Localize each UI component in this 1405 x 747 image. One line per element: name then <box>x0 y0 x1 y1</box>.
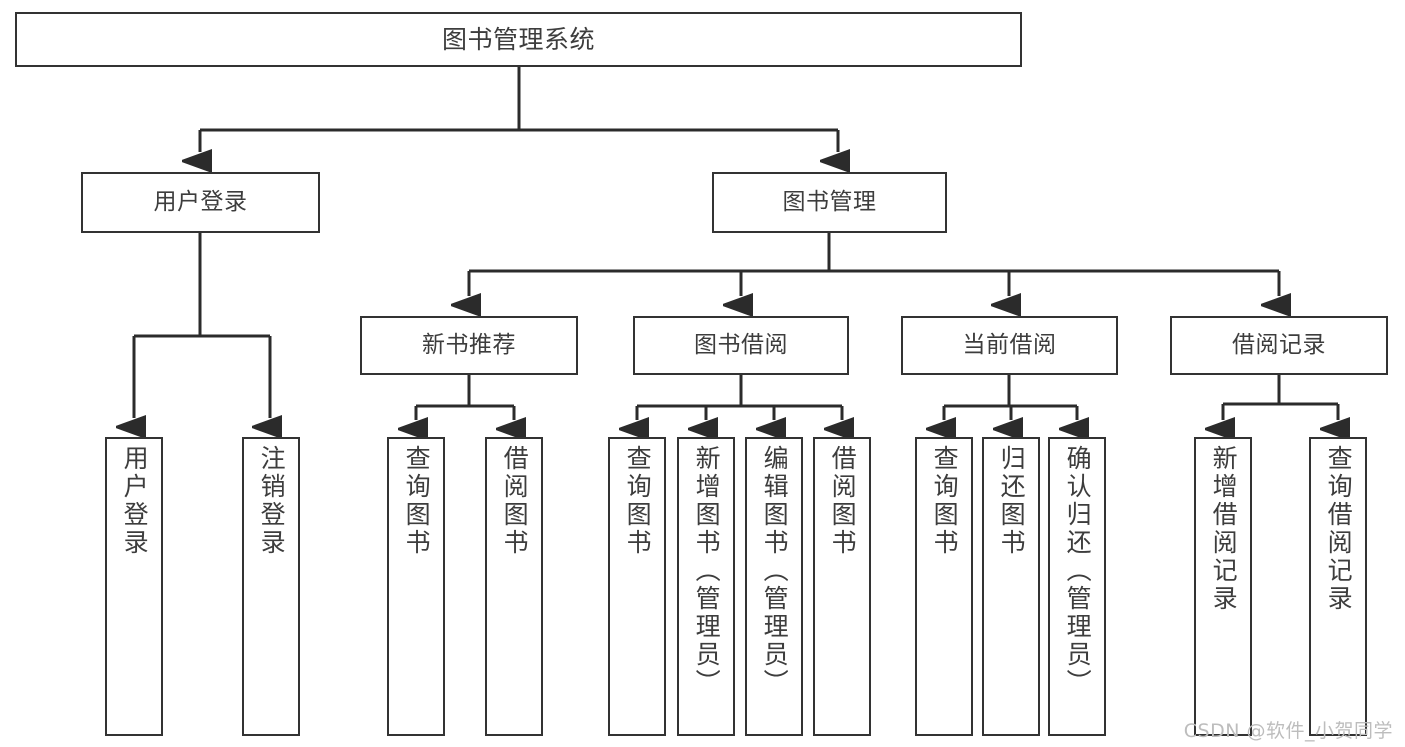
node-leaf-edit-book-label: 编辑图书（管理员） <box>760 445 790 697</box>
node-leaf-add-book-label: 新增图书（管理员） <box>692 445 722 697</box>
node-leaf-return-book[interactable]: 归还图书 <box>982 437 1040 736</box>
node-leaf-query-book-2-label: 查询图书 <box>623 445 653 557</box>
node-leaf-confirm-return[interactable]: 确认归还（管理员） <box>1048 437 1106 736</box>
node-leaf-add-record[interactable]: 新增借阅记录 <box>1194 437 1252 736</box>
node-user-login[interactable]: 用户登录 <box>81 172 320 233</box>
node-leaf-user-logout-label: 注销登录 <box>257 445 287 557</box>
node-leaf-query-book-3-label: 查询图书 <box>930 445 960 557</box>
node-leaf-borrow-book-2[interactable]: 借阅图书 <box>813 437 871 736</box>
watermark: CSDN @软件_小贺同学 <box>1183 720 1393 742</box>
node-leaf-query-book-1[interactable]: 查询图书 <box>387 437 445 736</box>
node-leaf-add-book[interactable]: 新增图书（管理员） <box>677 437 735 736</box>
node-leaf-query-book-2[interactable]: 查询图书 <box>608 437 666 736</box>
node-leaf-query-book-1-label: 查询图书 <box>402 445 432 557</box>
node-leaf-borrow-book-1[interactable]: 借阅图书 <box>485 437 543 736</box>
node-leaf-add-record-label: 新增借阅记录 <box>1209 445 1239 613</box>
node-leaf-user-login-label: 用户登录 <box>120 445 150 557</box>
node-new-book-recommend[interactable]: 新书推荐 <box>360 316 578 375</box>
node-new-book-recommend-label: 新书推荐 <box>422 331 516 358</box>
node-leaf-confirm-return-label: 确认归还（管理员） <box>1063 445 1093 697</box>
node-book-manage-label: 图书管理 <box>782 188 877 215</box>
node-book-borrow[interactable]: 图书借阅 <box>633 316 849 375</box>
node-book-borrow-label: 图书借阅 <box>694 331 788 358</box>
node-leaf-query-book-3[interactable]: 查询图书 <box>915 437 973 736</box>
node-leaf-query-record[interactable]: 查询借阅记录 <box>1309 437 1367 736</box>
node-leaf-edit-book[interactable]: 编辑图书（管理员） <box>745 437 803 736</box>
node-borrow-record-label: 借阅记录 <box>1232 331 1326 358</box>
node-user-login-label: 用户登录 <box>153 188 248 215</box>
node-borrow-record[interactable]: 借阅记录 <box>1170 316 1388 375</box>
node-leaf-borrow-book-1-label: 借阅图书 <box>500 445 530 557</box>
node-root[interactable]: 图书管理系统 <box>15 12 1022 67</box>
node-leaf-user-logout[interactable]: 注销登录 <box>242 437 300 736</box>
node-current-borrow[interactable]: 当前借阅 <box>901 316 1118 375</box>
node-leaf-return-book-label: 归还图书 <box>997 445 1027 557</box>
node-leaf-user-login[interactable]: 用户登录 <box>105 437 163 736</box>
node-leaf-query-record-label: 查询借阅记录 <box>1324 445 1354 613</box>
node-book-manage[interactable]: 图书管理 <box>712 172 947 233</box>
node-current-borrow-label: 当前借阅 <box>962 331 1057 358</box>
node-root-label: 图书管理系统 <box>441 24 595 54</box>
node-leaf-borrow-book-2-label: 借阅图书 <box>828 445 858 557</box>
